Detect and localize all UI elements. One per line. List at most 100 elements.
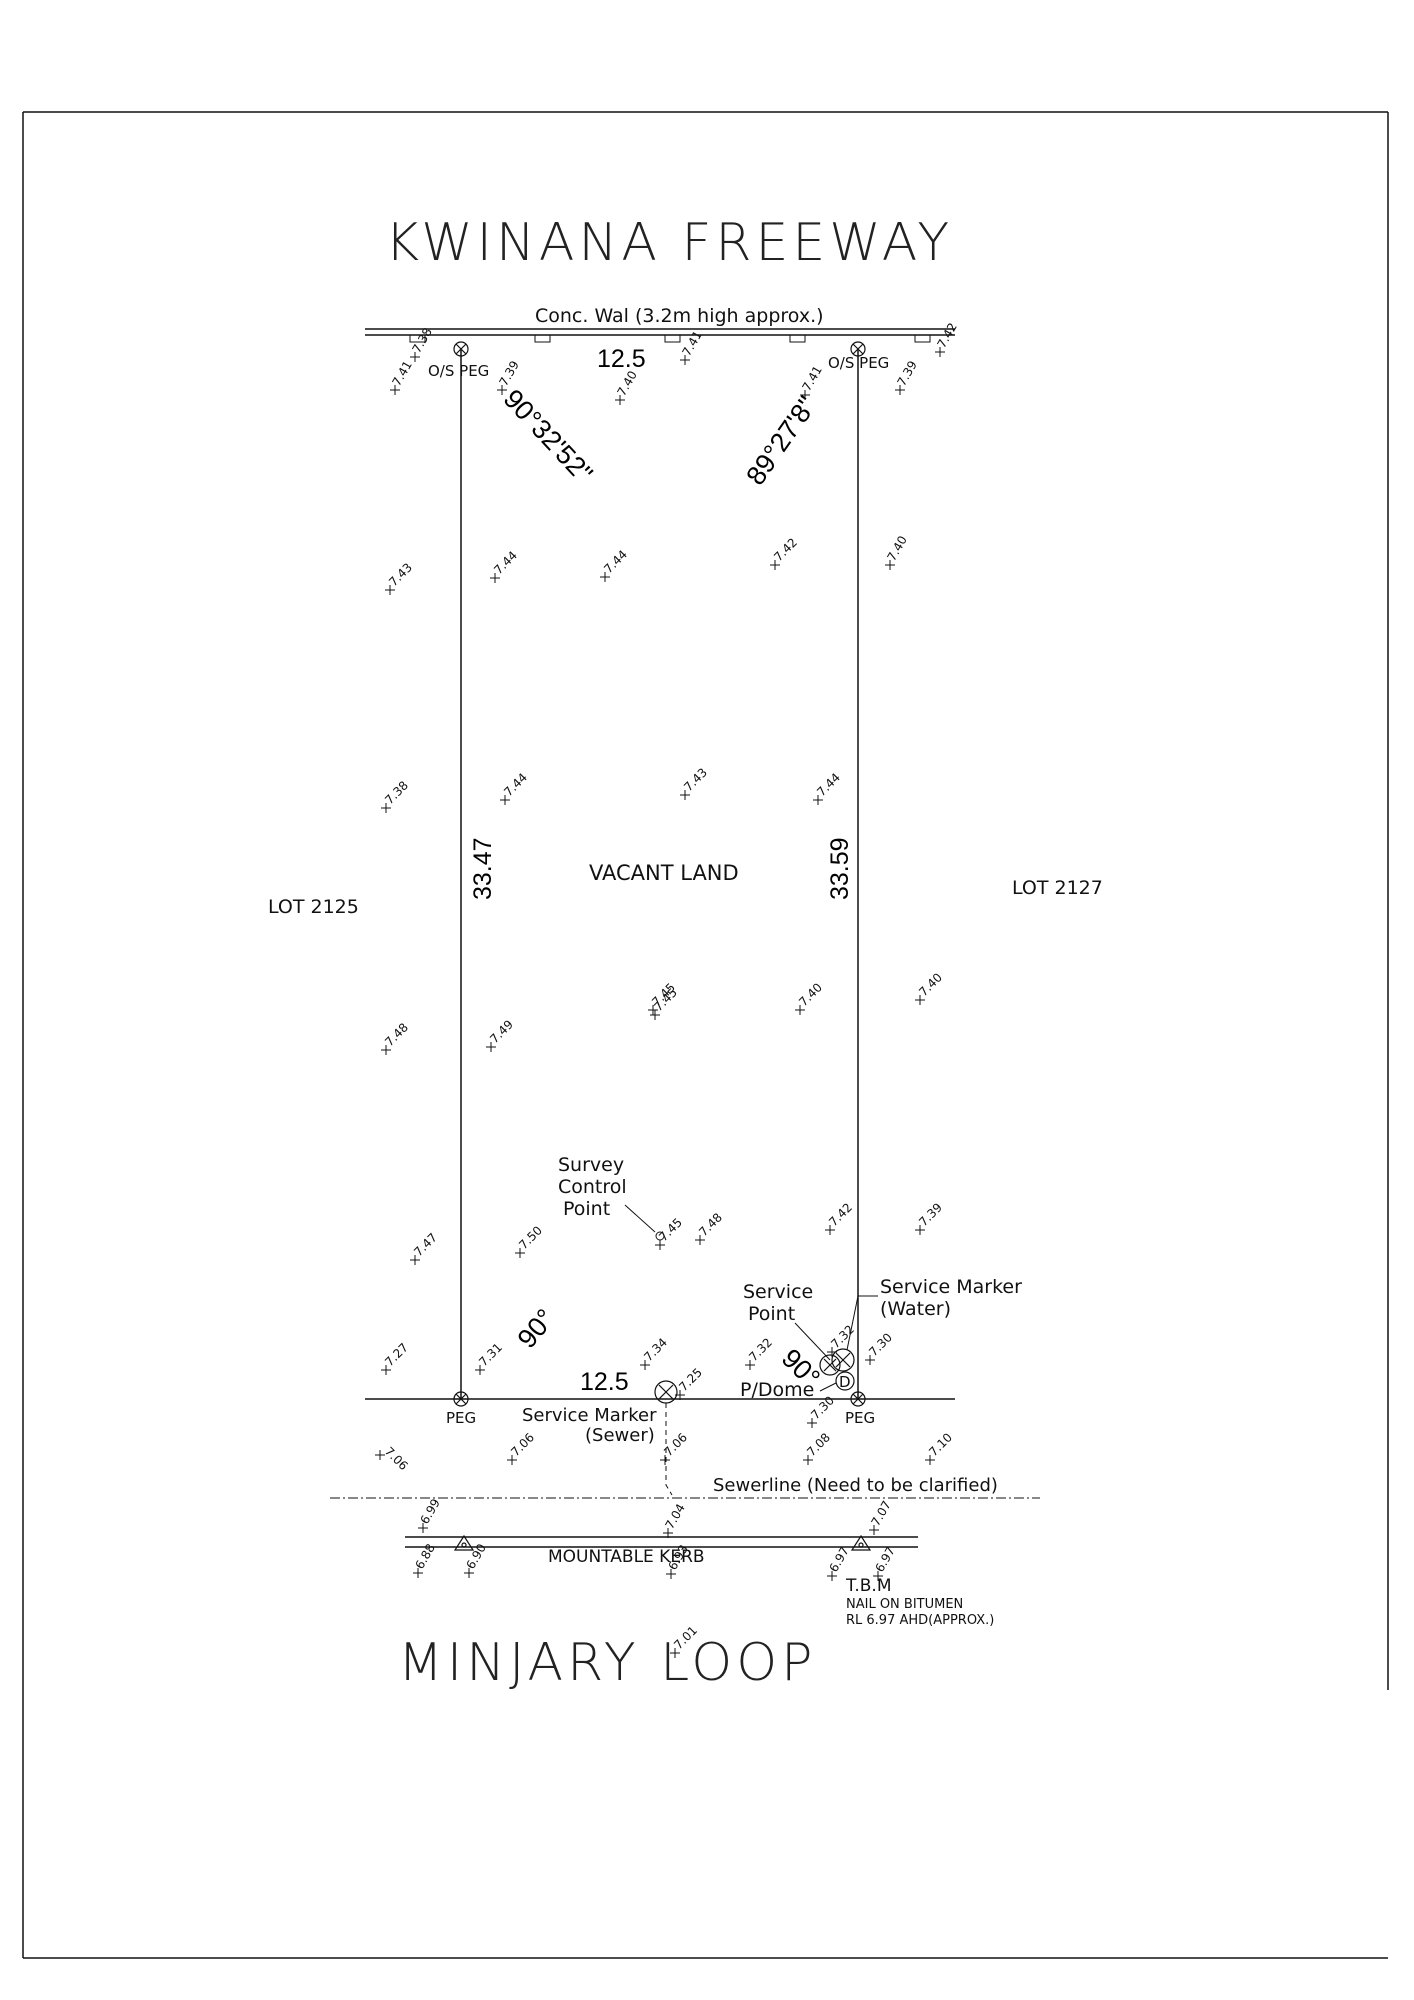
- sewer-connection: [665, 1403, 673, 1496]
- spot-level-cross: [640, 1360, 650, 1370]
- concrete-wall: [365, 328, 955, 343]
- tbm-title: T.B.M: [845, 1576, 892, 1596]
- sewerline-label: Sewerline (Need to be clarified): [713, 1475, 998, 1496]
- spot-level-cross: [650, 1010, 660, 1020]
- spot-level-cross: [827, 1347, 837, 1357]
- tbm-line1: NAIL ON BITUMEN: [846, 1597, 963, 1612]
- peg-marker: [850, 1391, 866, 1407]
- spot-level-value: 7.41: [389, 358, 414, 388]
- spot-level-value: 6.90: [463, 1541, 488, 1571]
- spot-level-value: 7.43: [681, 765, 710, 794]
- lot-label-right: LOT 2127: [1012, 877, 1103, 899]
- spot-level-cross: [410, 1255, 420, 1265]
- page-frame: [22, 111, 1389, 1959]
- leader-line: [624, 1204, 656, 1233]
- spot-level-cross: [660, 1455, 670, 1465]
- spot-level-value: 7.48: [382, 1020, 411, 1049]
- spot-level-cross: [803, 1455, 813, 1465]
- spot-level-value: 7.10: [926, 1430, 955, 1459]
- spot-level-value: 6.99: [417, 1496, 442, 1526]
- spot-level-cross: [615, 395, 625, 405]
- angle-top-left: 90°32'52": [498, 384, 599, 489]
- spot-level-value: 7.47: [411, 1230, 440, 1259]
- spot-level-value: 7.44: [501, 770, 530, 799]
- p-dome-letter: D: [839, 1373, 851, 1391]
- spot-level-cross: [663, 1528, 673, 1538]
- wall-label: Conc. Wal (3.2m high approx.): [535, 305, 824, 327]
- spot-level-cross: [813, 795, 823, 805]
- spot-level-cross: [515, 1248, 525, 1258]
- spot-level-value: 7.25: [676, 1365, 705, 1394]
- spot-level-cross: [390, 385, 400, 395]
- peg-label: O/S PEG: [828, 354, 889, 372]
- angle-top-right: 89°27'8": [740, 391, 822, 491]
- spot-level-cross: [915, 1225, 925, 1235]
- spot-level-cross: [807, 1418, 817, 1428]
- spot-level-value: 7.44: [601, 547, 630, 576]
- spot-level-value: 7.50: [516, 1223, 545, 1252]
- lot-label-left: LOT 2125: [268, 896, 359, 918]
- spot-level-cross: [869, 1525, 879, 1535]
- spot-level-value: 7.48: [696, 1210, 725, 1239]
- spot-level-value: 7.42: [771, 535, 800, 564]
- spot-level-cross: [865, 1355, 875, 1365]
- spot-level-value: 7.44: [491, 548, 520, 577]
- spot-level-cross: [795, 1005, 805, 1015]
- spot-level-cross: [497, 385, 507, 395]
- spot-level-cross: [680, 355, 690, 365]
- spot-level-value: 7.38: [382, 778, 411, 807]
- spot-level-cross: [600, 572, 610, 582]
- spot-level-value: 7.30: [866, 1330, 895, 1359]
- mountable-kerb: [405, 1536, 918, 1548]
- spot-level-cross: [885, 560, 895, 570]
- spot-level-cross: [375, 1450, 385, 1460]
- spot-level-value: 7.42: [934, 320, 959, 350]
- dimension-top-width: 12.5: [597, 345, 646, 373]
- spot-level-cross: [745, 1360, 755, 1370]
- spot-level-cross: [500, 795, 510, 805]
- dimension-bottom-width: 12.5: [580, 1368, 629, 1396]
- spot-level-value: 7.41: [799, 363, 824, 393]
- spot-level-cross: [381, 1365, 391, 1375]
- spot-level-cross: [507, 1455, 517, 1465]
- peg-label: PEG: [446, 1409, 476, 1427]
- spot-level-value: 7.31: [476, 1340, 505, 1369]
- tbm-triangle: [850, 1534, 872, 1551]
- p-dome-label: P/Dome: [740, 1379, 814, 1401]
- spot-level-value: 6.97: [826, 1544, 851, 1574]
- spot-level-value: 7.04: [662, 1501, 687, 1531]
- service-marker-sewer-label: Service Marker (Sewer): [522, 1405, 662, 1446]
- spot-level-cross: [475, 1365, 485, 1375]
- spot-level-value: 7.06: [508, 1430, 537, 1459]
- leader-line: [794, 1322, 831, 1361]
- spot-level-cross: [486, 1042, 496, 1052]
- spot-level-value: 7.42: [826, 1200, 855, 1229]
- road-name-bottom: MINJARY LOOP: [398, 1633, 817, 1693]
- spot-level-cross: [925, 1455, 935, 1465]
- leader-line: [846, 1295, 878, 1351]
- spot-level-value: 7.45: [656, 1215, 685, 1244]
- peg-marker: [453, 341, 469, 357]
- spot-level-cross: [381, 1045, 391, 1055]
- spot-level-cross: [490, 573, 500, 583]
- spot-level-cross: [895, 385, 905, 395]
- spot-level-value: 7.34: [641, 1335, 670, 1364]
- spot-level-value: 6.97: [872, 1544, 897, 1574]
- kerb-label: MOUNTABLE KERB: [548, 1547, 705, 1567]
- peg-marker: [850, 341, 866, 357]
- spot-level-value: 7.40: [796, 980, 825, 1009]
- spot-level-value: 7.07: [868, 1498, 893, 1528]
- spot-level-cross: [915, 995, 925, 1005]
- survey-control-label: Survey Control Point: [558, 1154, 633, 1220]
- spot-level-cross: [825, 1225, 835, 1235]
- spot-level-cross: [680, 790, 690, 800]
- spot-level-cross: [800, 390, 810, 400]
- spot-level-value: 7.49: [487, 1017, 516, 1046]
- service-marker-water: [831, 1348, 855, 1372]
- lot-boundary: [365, 349, 955, 1400]
- spot-level-cross: [413, 1568, 423, 1578]
- spot-level-value: 7.40: [916, 970, 945, 999]
- spot-level-cross: [675, 1390, 685, 1400]
- spot-level-value: 7.39: [894, 358, 919, 388]
